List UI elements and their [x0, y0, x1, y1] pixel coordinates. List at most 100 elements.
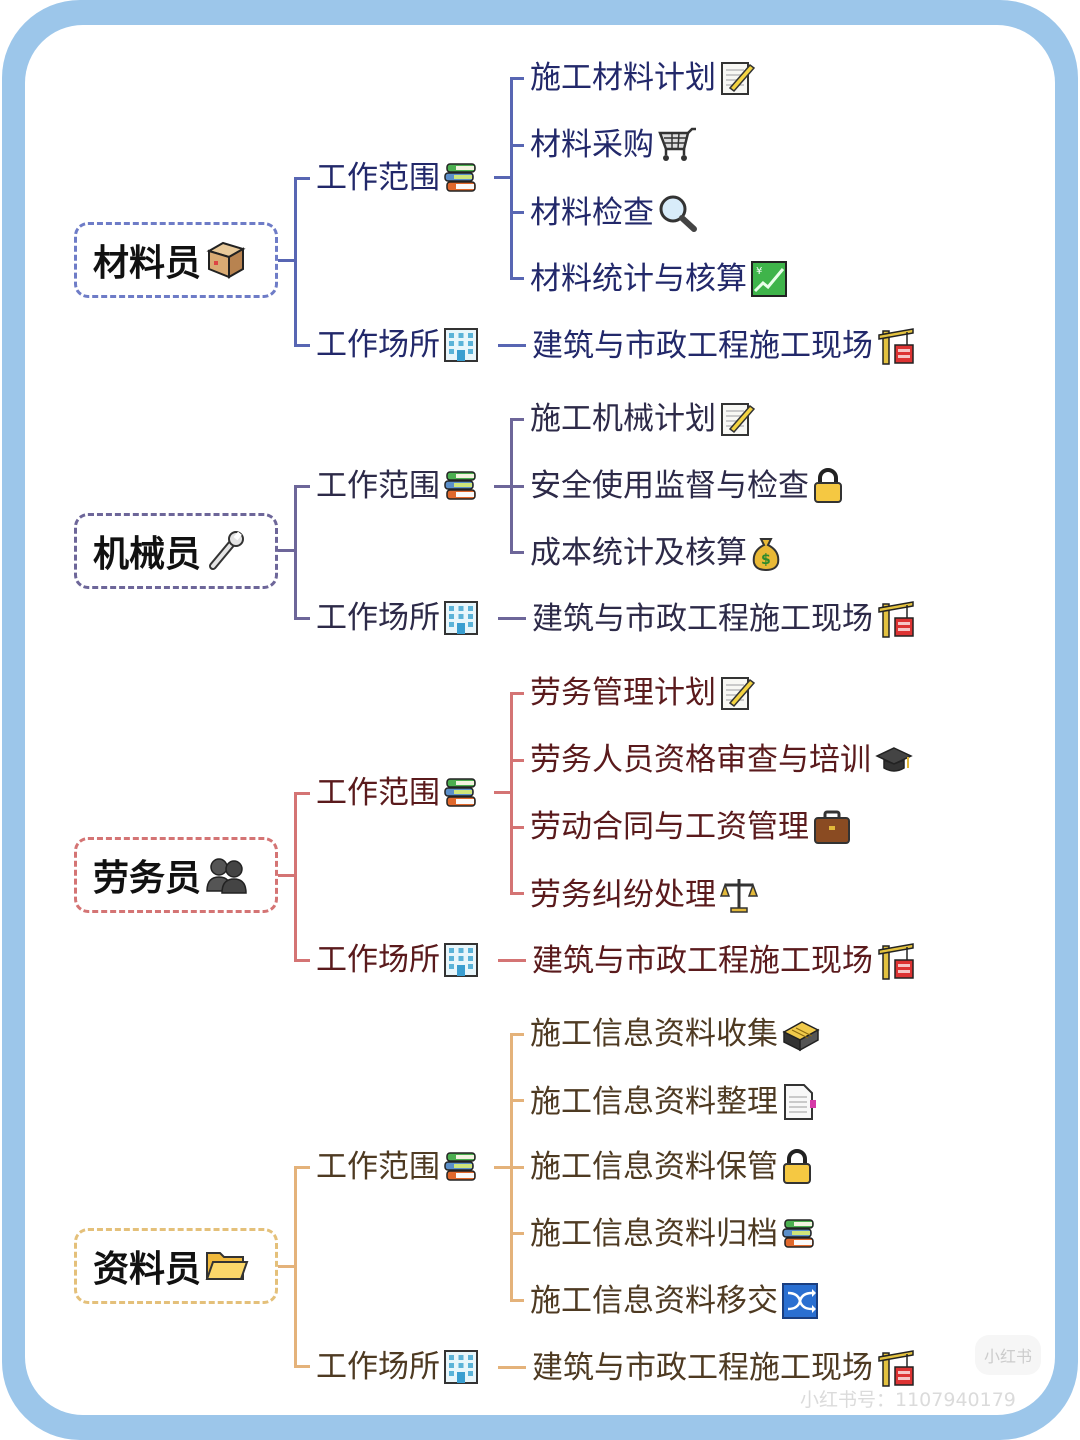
scope-item: 施工信息资料归档: [530, 1216, 816, 1252]
busts-icon: [206, 858, 247, 894]
connector: [510, 1099, 524, 1102]
watermark-id: 小红书号：1107940179: [800, 1389, 1016, 1411]
scope-item-text: 施工信息资料保管: [530, 1149, 778, 1185]
svg-text:¥: ¥: [756, 266, 762, 277]
place-value: 建筑与市政工程施工现场: [532, 600, 915, 638]
connector: [510, 692, 513, 894]
place-value: 建筑与市政工程施工现场: [532, 942, 915, 980]
scope-item-text: 材料检查: [530, 195, 654, 231]
scales-icon: [720, 879, 758, 913]
connector: [294, 792, 310, 795]
books-icon: [444, 1152, 478, 1182]
scope-label: 工作范围: [316, 775, 478, 811]
connector: [498, 344, 526, 347]
place-value: 建筑与市政工程施工现场: [532, 1349, 915, 1387]
connector: [294, 1365, 310, 1368]
scope-item: 劳动合同与工资管理: [530, 809, 851, 845]
graduation-cap-icon: [875, 747, 913, 772]
connector: [294, 617, 310, 620]
scope-item-text: 劳务纠纷处理: [530, 877, 716, 913]
memo-icon: [720, 675, 756, 711]
scope-item-text: 成本统计及核算: [530, 535, 747, 571]
memo-icon: [720, 401, 756, 437]
scope-item-text: 劳动合同与工资管理: [530, 809, 809, 845]
svg-text:$: $: [761, 552, 771, 568]
connector: [294, 177, 297, 347]
lock-icon: [782, 1149, 812, 1185]
scope-item: 劳务人员资格审查与培训: [530, 742, 913, 778]
content-panel: [25, 25, 1055, 1415]
role-title: 资料员: [93, 1249, 202, 1290]
connector: [278, 259, 296, 262]
connector: [510, 418, 524, 421]
place-value-text: 建筑与市政工程施工现场: [532, 328, 873, 364]
connector: [510, 692, 524, 695]
office-building-icon: [444, 1350, 478, 1384]
role-title: 材料员: [93, 243, 202, 284]
scope-item-text: 施工机械计划: [530, 401, 716, 437]
books-icon: [782, 1219, 816, 1249]
connector: [294, 344, 310, 347]
connector: [510, 277, 524, 280]
scope-item: 安全使用监督与检查: [530, 468, 843, 504]
connector: [294, 177, 310, 180]
books-icon: [444, 471, 478, 501]
connector: [278, 549, 296, 552]
lock-icon: [813, 468, 843, 504]
scope-label: 工作范围: [316, 468, 478, 504]
connector: [510, 211, 524, 214]
connector: [494, 791, 512, 794]
place-label-text: 工作场所: [316, 942, 440, 978]
scope-item-text: 劳务人员资格审查与培训: [530, 742, 871, 778]
connector: [294, 1166, 310, 1169]
scope-item-text: 材料统计与核算: [530, 261, 747, 297]
connector: [510, 759, 524, 762]
role-node-labor[interactable]: 劳务员: [74, 837, 278, 913]
scope-item: 成本统计及核算 $: [530, 535, 781, 571]
construction-crane-icon: [877, 327, 915, 365]
connector: [510, 1033, 513, 1302]
scope-item: 劳务纠纷处理: [530, 876, 758, 914]
scope-item: 施工信息资料保管: [530, 1149, 812, 1185]
scope-item: 施工机械计划: [530, 401, 756, 437]
place-value-text: 建筑与市政工程施工现场: [532, 601, 873, 637]
role-node-machinery[interactable]: 机械员: [74, 513, 278, 589]
card-file-box-icon: [782, 1021, 820, 1052]
scope-label-text: 工作范围: [316, 160, 440, 196]
magnifier-icon: [659, 195, 697, 232]
place-value: 建筑与市政工程施工现场: [532, 327, 915, 365]
place-label: 工作场所: [316, 327, 478, 363]
money-bag-icon: $: [752, 538, 780, 571]
scope-label-text: 工作范围: [316, 468, 440, 504]
scope-item-text: 施工信息资料移交: [530, 1283, 778, 1319]
connector: [494, 1166, 524, 1169]
package-icon: [206, 241, 246, 279]
connector: [510, 1299, 524, 1302]
scope-label: 工作范围: [316, 160, 478, 196]
connector: [494, 176, 512, 179]
scope-item-text: 施工信息资料收集: [530, 1016, 778, 1052]
connector: [510, 892, 524, 895]
connector: [294, 1166, 297, 1368]
scope-item-text: 材料采购: [530, 127, 654, 163]
books-icon: [444, 778, 478, 808]
scope-item-text: 安全使用监督与检查: [530, 468, 809, 504]
connector: [278, 1265, 296, 1268]
role-node-documentation[interactable]: 资料员: [74, 1228, 278, 1304]
role-title: 劳务员: [93, 858, 202, 899]
briefcase-icon: [814, 810, 850, 844]
connector: [494, 485, 524, 488]
connector: [498, 1366, 526, 1369]
connector: [294, 485, 310, 488]
place-label-text: 工作场所: [316, 600, 440, 636]
connector: [498, 617, 526, 620]
connector: [510, 144, 524, 147]
scope-item: 劳务管理计划: [530, 675, 756, 711]
connector: [294, 959, 310, 962]
role-title: 机械员: [93, 534, 202, 575]
scope-item: 材料采购: [530, 127, 698, 163]
wrench-icon: [209, 531, 245, 570]
role-node-materials[interactable]: 材料员: [74, 222, 278, 298]
place-value-text: 建筑与市政工程施工现场: [532, 1350, 873, 1386]
scope-label-text: 工作范围: [316, 1149, 440, 1185]
